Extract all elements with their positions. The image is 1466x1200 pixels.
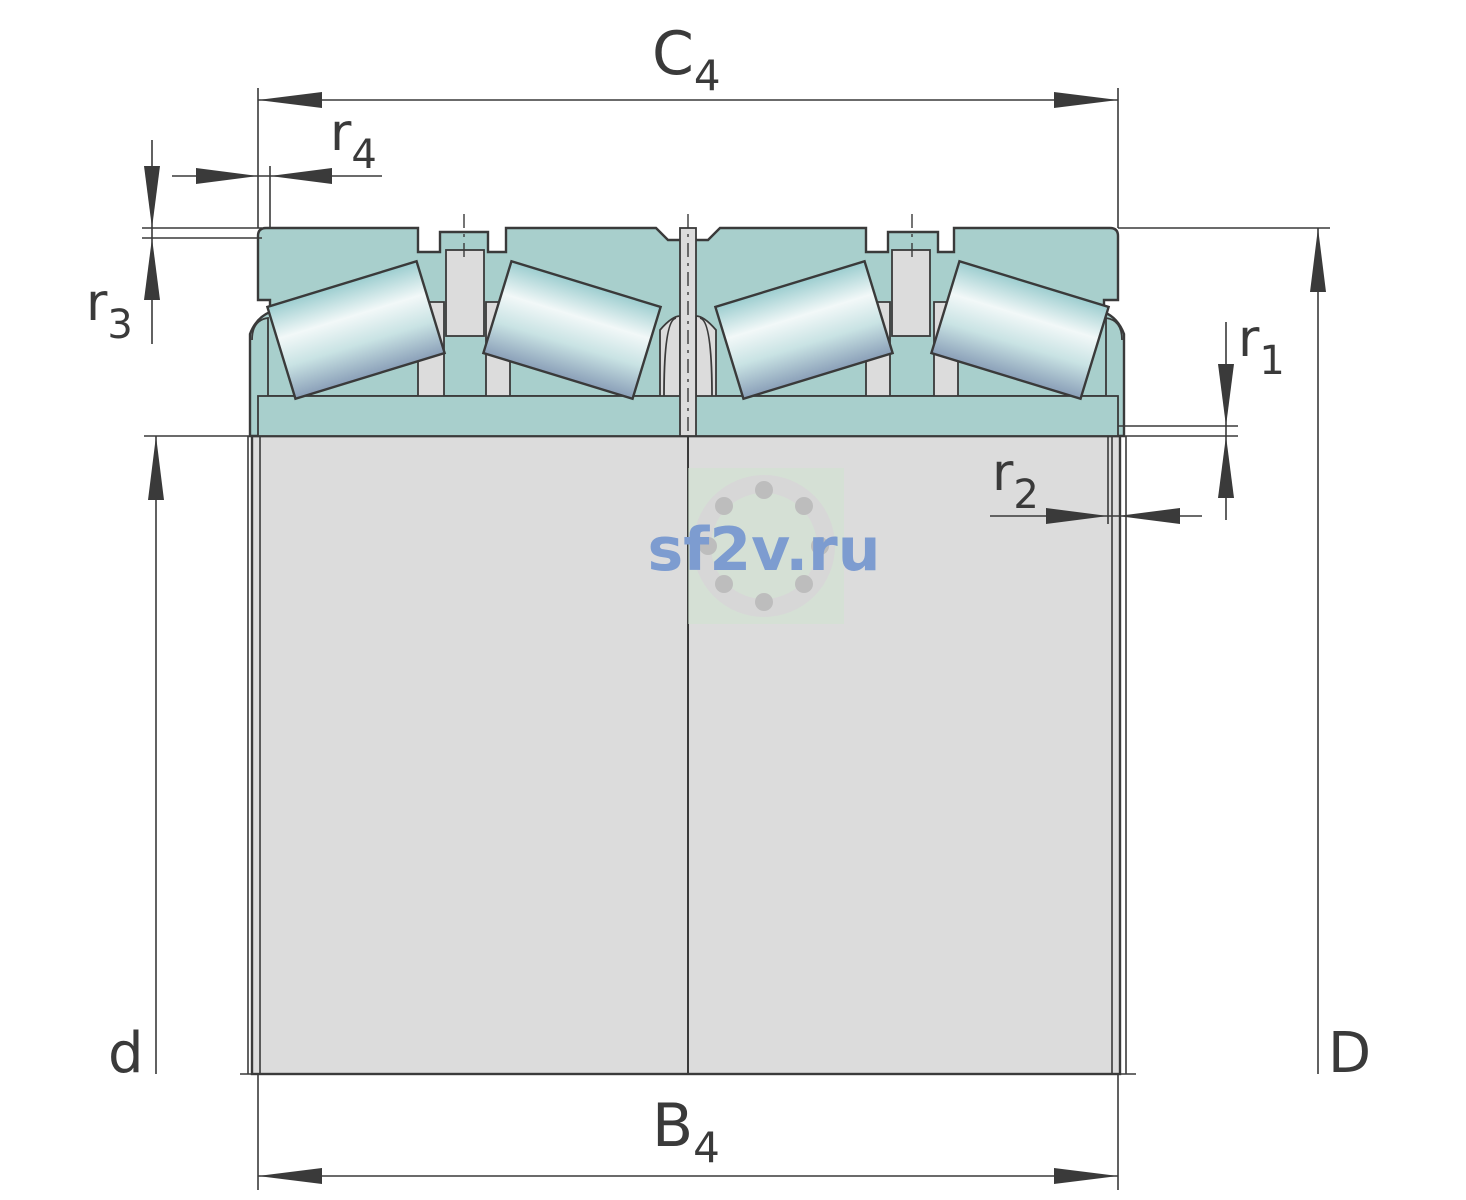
dimension-d: [144, 435, 252, 1074]
dimension-r1: [1118, 322, 1238, 520]
label-d: d: [108, 1021, 144, 1086]
roller-3: [713, 259, 895, 401]
label-D: D: [1328, 1021, 1371, 1086]
label-r1: r1: [1238, 309, 1285, 384]
dimension-b4: [257, 1074, 1119, 1190]
label-r3: r3: [86, 273, 133, 348]
bore-area: [250, 434, 1122, 1076]
dimension-D: [1118, 227, 1330, 1074]
label-r2: r2: [992, 443, 1039, 518]
dimension-c4: [257, 88, 1119, 228]
label-c4: C4: [652, 19, 721, 100]
roller-4: [929, 259, 1111, 401]
roller-1: [265, 259, 447, 401]
dimension-r4: [172, 166, 382, 228]
watermark-text: sf2v.ru: [648, 515, 881, 585]
roller-2: [481, 259, 663, 401]
label-b4: B4: [652, 1091, 720, 1172]
label-r4: r4: [330, 103, 377, 178]
dimension-r2: [990, 436, 1202, 524]
watermark-logo: [688, 468, 844, 624]
bearing-section: [248, 214, 1126, 440]
dimension-r3: [142, 140, 262, 344]
